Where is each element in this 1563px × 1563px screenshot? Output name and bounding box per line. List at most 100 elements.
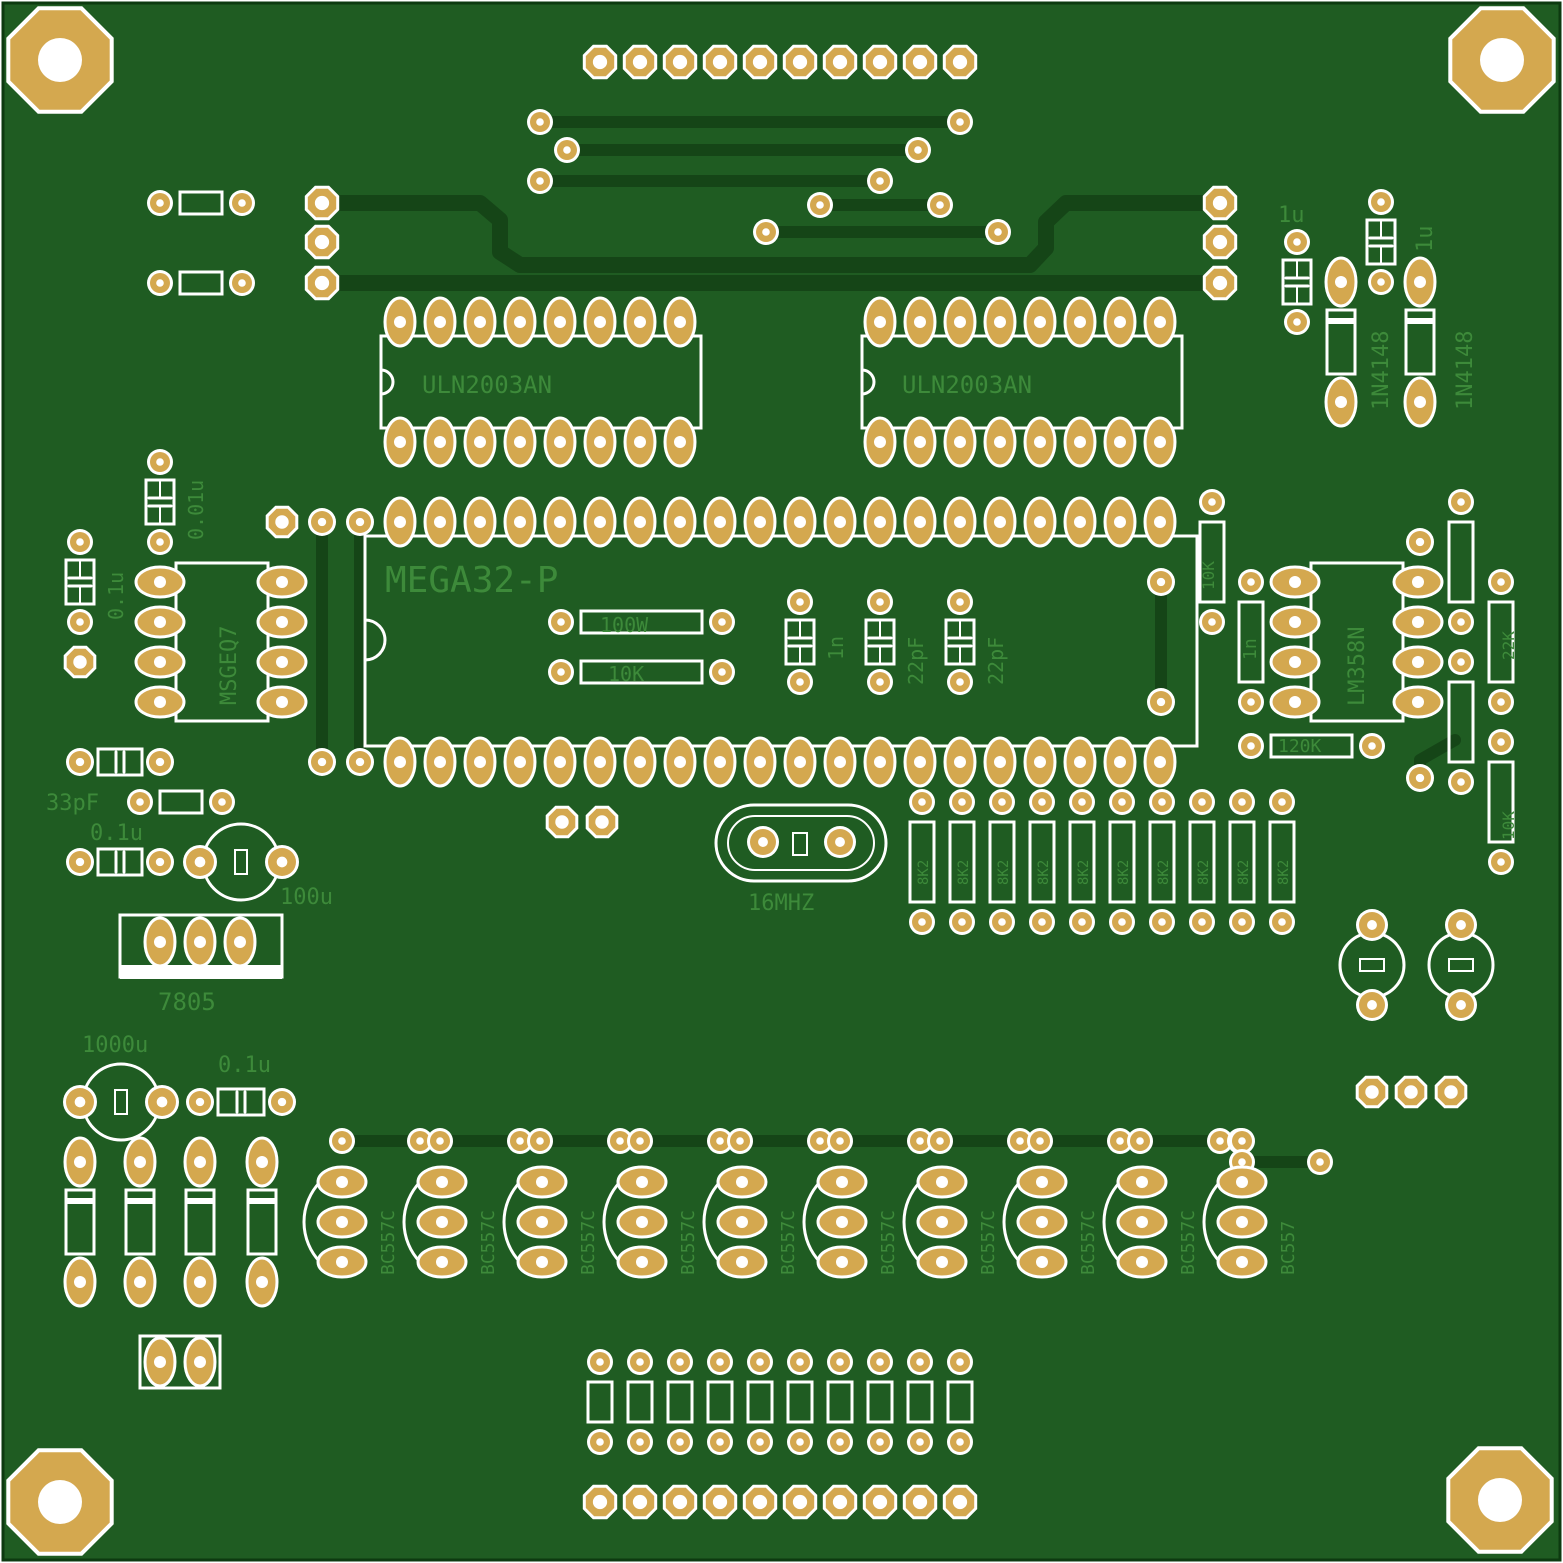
drill-hole (514, 756, 526, 768)
drill-hole (134, 1276, 146, 1288)
drill-hole (314, 234, 330, 250)
drill-hole (1238, 798, 1246, 806)
label-7805: 7805 (158, 988, 216, 1016)
drill-hole (1367, 920, 1377, 930)
drill-hole (1036, 1137, 1044, 1145)
drill-hole (994, 228, 1002, 236)
diode-body (184, 1188, 216, 1256)
drill-hole (1016, 1137, 1024, 1145)
drill-hole (436, 1216, 448, 1228)
drill-hole (956, 678, 964, 686)
drill-hole (816, 201, 824, 209)
drill-hole (76, 538, 84, 546)
ic-outline (379, 334, 703, 430)
drill-hole (916, 1358, 924, 1366)
drill-hole (994, 756, 1006, 768)
drill-hole (394, 316, 406, 328)
drill-hole (1074, 756, 1086, 768)
drill-hole (876, 1358, 884, 1366)
drill-hole (636, 1137, 644, 1145)
crystal-symbol (792, 832, 808, 856)
diode-band (1327, 318, 1355, 324)
drill-hole (1212, 234, 1228, 250)
label-1n: 1n (824, 636, 848, 660)
diode-band (248, 1198, 276, 1204)
drill-hole (1154, 316, 1166, 328)
ic-outline (860, 334, 1184, 430)
diode-body (1404, 308, 1436, 376)
drill-hole (1118, 798, 1126, 806)
label-10k-b: 10K (1499, 811, 1518, 840)
drill-hole (936, 1176, 948, 1188)
drill-hole (156, 538, 164, 546)
diode-band (66, 1198, 94, 1204)
drill-hole (592, 1494, 608, 1510)
drill-hole (1444, 1085, 1458, 1099)
drill-hole (474, 316, 486, 328)
drill-hole (716, 1358, 724, 1366)
drill-hole (636, 1216, 648, 1228)
drill-hole (194, 1356, 206, 1368)
drill-hole (872, 54, 888, 70)
drill-hole (954, 516, 966, 528)
drill-hole (156, 279, 164, 287)
drill-hole (1457, 658, 1465, 666)
drill-hole (276, 696, 288, 708)
drill-hole (1034, 436, 1046, 448)
drill-hole (1335, 276, 1347, 288)
mounting-hole (1480, 38, 1524, 82)
label-8k2: 8K2 (1036, 860, 1052, 885)
copper-pads (6, 6, 1556, 1556)
drill-hole (595, 815, 609, 829)
drill-hole (276, 576, 288, 588)
drill-hole (712, 54, 728, 70)
drill-hole (536, 1216, 548, 1228)
drill-hole (1247, 578, 1255, 586)
drill-hole (1412, 576, 1424, 588)
drill-hole (1136, 1176, 1148, 1188)
drill-hole (632, 1494, 648, 1510)
drill-hole (836, 1438, 844, 1446)
drill-hole (792, 1494, 808, 1510)
drill-hole (416, 1137, 424, 1145)
drill-hole (256, 1156, 268, 1168)
drill-hole (436, 1137, 444, 1145)
label-0-1u-mid: 0.1u (90, 821, 143, 846)
diode-band (126, 1198, 154, 1204)
capacitor-body (96, 847, 144, 877)
crystal-outline-inner (727, 815, 875, 871)
drill-hole (1116, 1137, 1124, 1145)
drill-hole (914, 756, 926, 768)
label-8k2: 8K2 (1196, 860, 1212, 885)
drill-hole (1078, 918, 1086, 926)
resistor-body (1268, 820, 1296, 904)
drill-hole (674, 756, 686, 768)
label-1n-right: 1n (1240, 638, 1261, 660)
drill-hole (592, 54, 608, 70)
label-22pf-a: 22pF (904, 637, 928, 685)
drill-hole (835, 837, 845, 847)
drill-hole (1368, 742, 1376, 750)
label-100w: 100W (600, 613, 649, 637)
drill-hole (876, 1438, 884, 1446)
drill-hole (234, 936, 246, 948)
drill-hole (394, 436, 406, 448)
drill-hole (74, 1096, 86, 1108)
drill-hole (1404, 1085, 1418, 1099)
diode-body (1325, 308, 1357, 376)
drill-hole (1238, 918, 1246, 926)
drill-hole (636, 1438, 644, 1446)
drill-hole (1074, 516, 1086, 528)
drill-hole (317, 757, 327, 767)
label-1u-b: 1u (1413, 226, 1438, 253)
drill-hole (436, 1256, 448, 1268)
drill-hole (594, 316, 606, 328)
jumper-outline (138, 1334, 222, 1390)
drill-hole (756, 1358, 764, 1366)
drill-hole (754, 756, 766, 768)
drill-hole (676, 1438, 684, 1446)
drill-hole (836, 1256, 848, 1268)
drill-hole (156, 199, 164, 207)
label-8k2: 8K2 (916, 860, 932, 885)
drill-hole (794, 756, 806, 768)
